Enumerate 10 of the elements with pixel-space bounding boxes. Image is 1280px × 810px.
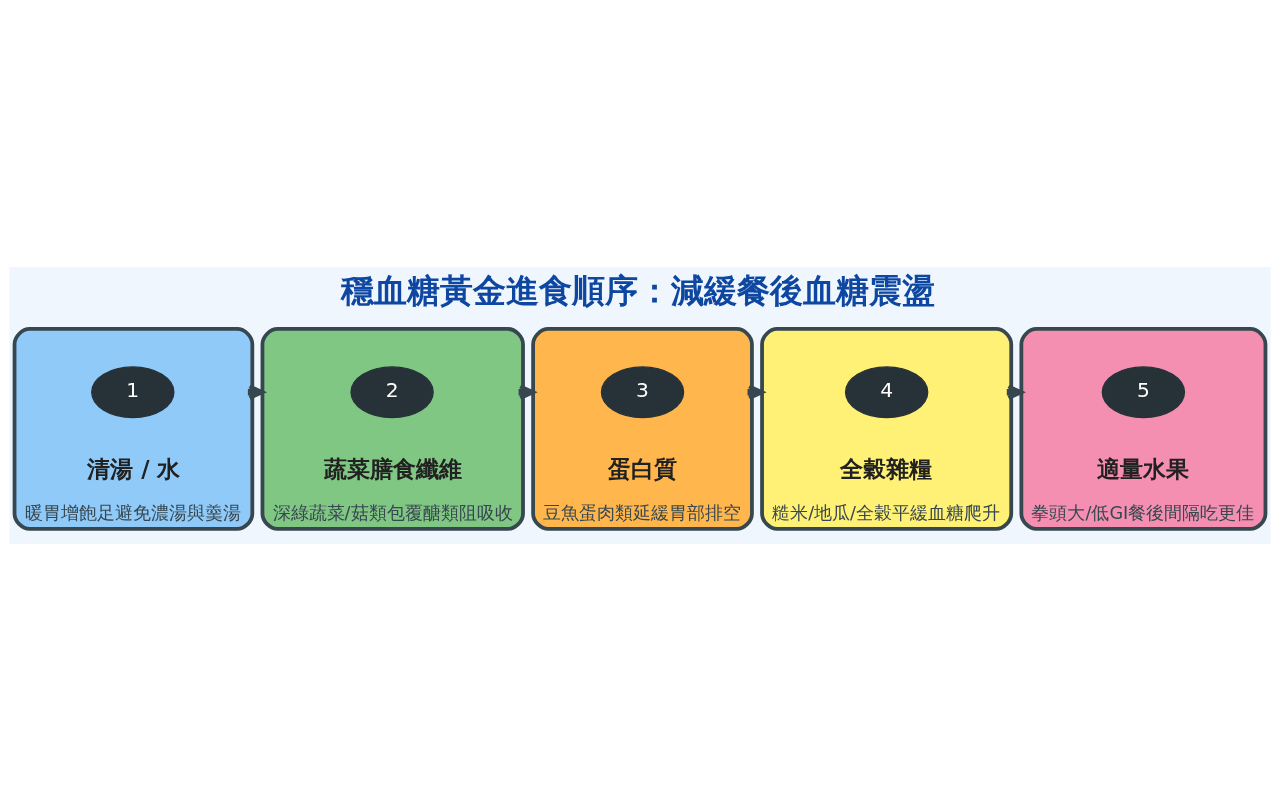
node-ellipse: 5 bbox=[1101, 365, 1186, 418]
arrow bbox=[518, 384, 535, 400]
node-ellipse: 1 bbox=[91, 365, 175, 418]
arrow bbox=[247, 384, 265, 400]
node-ellipse: 2 bbox=[350, 365, 434, 418]
arrow bbox=[1006, 384, 1024, 400]
diagram-title: 穩血糖黃金進食順序：減緩餐後血糖震盪 bbox=[340, 270, 935, 310]
node-ellipse: 3 bbox=[600, 365, 685, 418]
node-ellipse: 4 bbox=[844, 365, 929, 418]
arrow bbox=[747, 384, 764, 400]
